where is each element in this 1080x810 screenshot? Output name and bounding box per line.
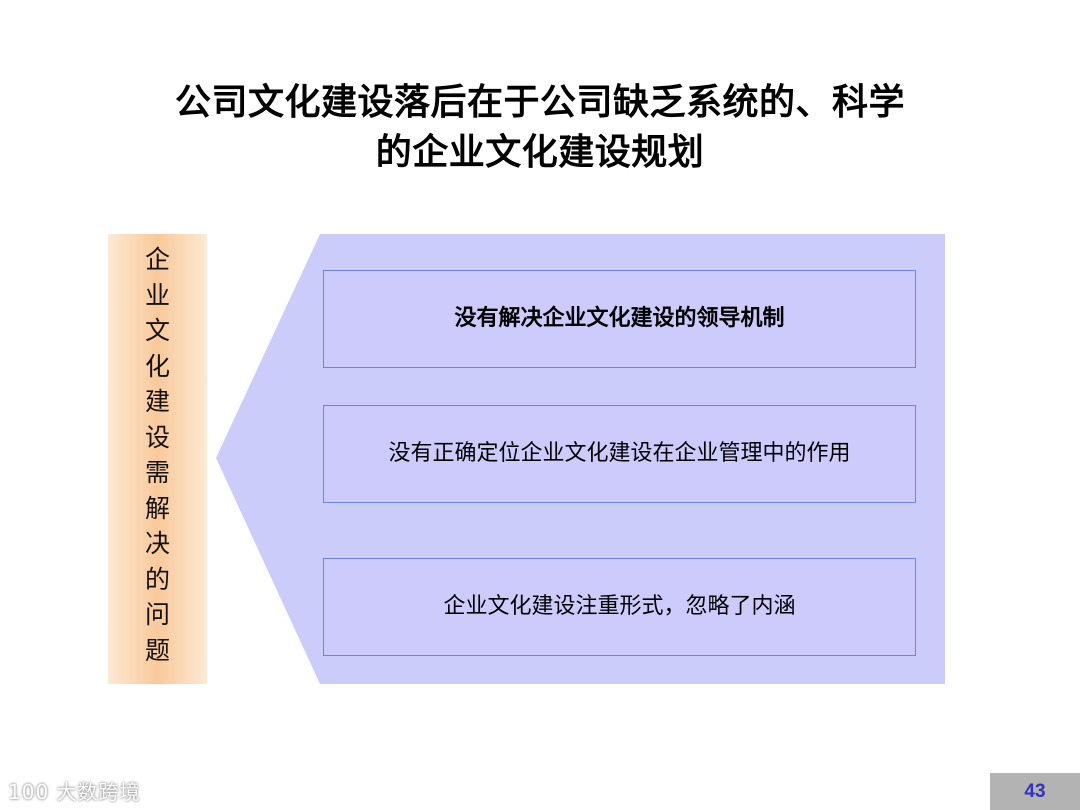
- issue-text-2: 没有正确定位企业文化建设在企业管理中的作用: [388, 441, 851, 466]
- slide-title: 公司文化建设落后在于公司缺乏系统的、科学 的企业文化建设规划: [60, 78, 1020, 178]
- issue-box-3: 企业文化建设注重形式，忽略了内涵: [323, 558, 916, 656]
- side-label-bar: 企 业 文 化 建 设 需 解 决 的 问 题: [108, 234, 207, 684]
- issue-text-1: 没有解决企业文化建设的领导机制: [454, 306, 785, 331]
- watermark-logo: 100 大数跨境: [8, 780, 141, 804]
- title-line-2: 的企业文化建设规划: [375, 132, 705, 173]
- issue-box-2: 没有正确定位企业文化建设在企业管理中的作用: [323, 405, 916, 503]
- issue-box-1: 没有解决企业文化建设的领导机制: [323, 270, 916, 368]
- issue-text-3: 企业文化建设注重形式，忽略了内涵: [443, 594, 796, 619]
- title-line-1: 公司文化建设落后在于公司缺乏系统的、科学: [174, 82, 905, 123]
- side-label-text: 企 业 文 化 建 设 需 解 决 的 问 题: [144, 245, 170, 665]
- page-number: 43: [990, 773, 1080, 810]
